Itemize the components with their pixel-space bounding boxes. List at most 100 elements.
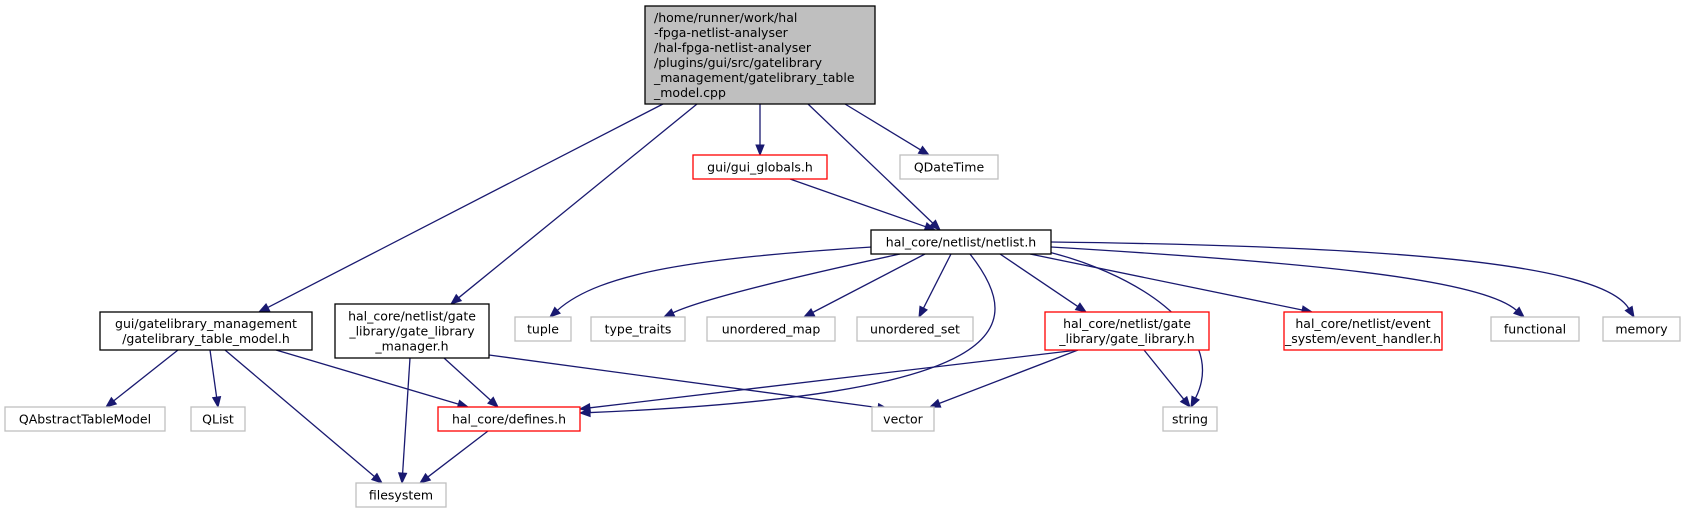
node-box[interactable] [1602,316,1681,342]
edge-gate_library_manager-to-vector [488,354,890,413]
edge-line [113,349,179,402]
edge-root-to-gate_library_manager [449,103,698,305]
edge-root-to-gui_globals [755,104,765,157]
edge-netlist_h-to-unordered_map [802,253,926,318]
arrow-head-icon [928,398,942,408]
edge-root-to-qdatetime [844,103,931,156]
node-label: _system/event_handler.h [1284,331,1441,346]
edge-gatelib_table_model-to-qlist [209,349,222,409]
arrow-head-icon [1190,395,1200,409]
edge-line [939,349,1079,405]
node-qdatetime[interactable]: QDateTime [899,154,999,180]
node-gate_library_h[interactable]: hal_core/netlist/gate_library/gate_libra… [1044,311,1210,351]
edge-line [275,349,459,405]
node-box[interactable] [1490,316,1580,342]
edge-line [1050,246,1517,311]
node-label: /gatelibrary_table_model.h [122,331,290,346]
edge-line [1143,349,1185,400]
node-label: _management/gatelibrary_table [653,70,855,85]
edge-line [1029,253,1303,311]
node-event_handler[interactable]: hal_core/netlist/event_system/event_hand… [1283,311,1443,351]
edge-gatelib_table_model-to-qabstracttablemodel [104,349,179,408]
node-defines_h[interactable]: hal_core/defines.h [437,406,581,432]
node-box[interactable] [190,406,246,432]
edge-line [789,178,926,228]
node-label: /plugins/gui/src/gatelibrary [654,55,823,70]
node-gatelib_table_model[interactable]: gui/gatelibrary_management/gatelibrary_t… [99,311,313,351]
node-qabstracttablemodel[interactable]: QAbstractTableModel [4,406,166,432]
node-label: vector [883,412,924,427]
node-box[interactable] [1283,311,1443,351]
node-filesystem[interactable]: filesystem [355,482,447,508]
arrow-head-icon [257,302,271,313]
edge-line [488,354,879,409]
node-label: filesystem [369,488,433,503]
edge-gatelib_table_model-to-defines_h [275,349,470,409]
arrow-head-icon [548,306,561,318]
node-string[interactable]: string [1162,406,1218,432]
node-label: gui/gatelibrary_management [115,316,297,331]
edge-netlist_h-to-string [1039,249,1203,409]
arrow-head-icon [918,305,928,319]
edge-netlist_h-to-tuple [548,246,873,318]
node-label: tuple [527,322,559,337]
edge-root-to-netlist_h [807,103,941,231]
node-label: hal_core/netlist/gate [1063,316,1191,331]
edge-line [224,349,375,478]
node-memory[interactable]: memory [1602,316,1681,342]
node-vector[interactable]: vector [871,406,935,432]
node-box[interactable] [899,154,999,180]
node-box[interactable] [644,5,876,105]
edge-line [401,357,411,474]
nodes-layer: /home/runner/work/hal-fpga-netlist-analy… [4,5,1681,508]
node-netlist_h[interactable]: hal_core/netlist/netlist.h [870,229,1052,255]
node-tuple[interactable]: tuple [514,316,572,342]
node-box[interactable] [355,482,447,508]
node-box[interactable] [334,303,490,359]
edge-gate_library_manager-to-defines_h [443,357,499,408]
edge-line [1039,249,1203,399]
edge-gate_library_manager-to-filesystem [397,357,411,485]
node-box[interactable] [692,154,828,180]
node-label: _manager.h [374,339,448,354]
node-label: /home/runner/work/hal [654,10,797,25]
edge-line [844,103,921,151]
node-box[interactable] [4,406,166,432]
node-label: hal_core/netlist/netlist.h [886,235,1036,250]
arrow-head-icon [418,472,432,484]
node-box[interactable] [856,316,974,342]
edge-line [427,430,489,478]
node-label: hal_core/defines.h [452,412,566,427]
node-box[interactable] [706,316,836,342]
node-box[interactable] [99,311,313,351]
edge-line [443,357,492,401]
node-qlist[interactable]: QList [190,406,246,432]
edge-line [999,253,1079,307]
edge-line [209,349,218,398]
node-gate_library_manager[interactable]: hal_core/netlist/gate_library/gate_libra… [334,303,490,359]
edge-netlist_h-to-unordered_set [918,253,952,319]
arrow-head-icon [917,145,931,156]
node-box[interactable] [1044,311,1210,351]
edges-layer [104,103,1635,485]
node-root[interactable]: /home/runner/work/hal-fpga-netlist-analy… [644,5,876,105]
node-box[interactable] [871,406,935,432]
node-functional[interactable]: functional [1490,316,1580,342]
node-type_traits[interactable]: type_traits [590,316,686,342]
node-box[interactable] [870,229,1052,255]
node-label: /hal-fpga-netlist-analyser [654,40,812,55]
node-label: _library/gate_library [348,324,475,339]
arrow-head-icon [1512,306,1526,318]
node-box[interactable] [437,406,581,432]
node-unordered_map[interactable]: unordered_map [706,316,836,342]
node-unordered_set[interactable]: unordered_set [856,316,974,342]
edge-defines_h-to-filesystem [418,430,489,484]
node-label: gui/gui_globals.h [707,160,813,175]
arrow-head-icon [449,293,463,305]
node-box[interactable] [590,316,686,342]
edge-line [267,103,664,309]
edge-line [1050,241,1630,309]
node-box[interactable] [514,316,572,342]
node-gui_globals[interactable]: gui/gui_globals.h [692,154,828,180]
node-box[interactable] [1162,406,1218,432]
